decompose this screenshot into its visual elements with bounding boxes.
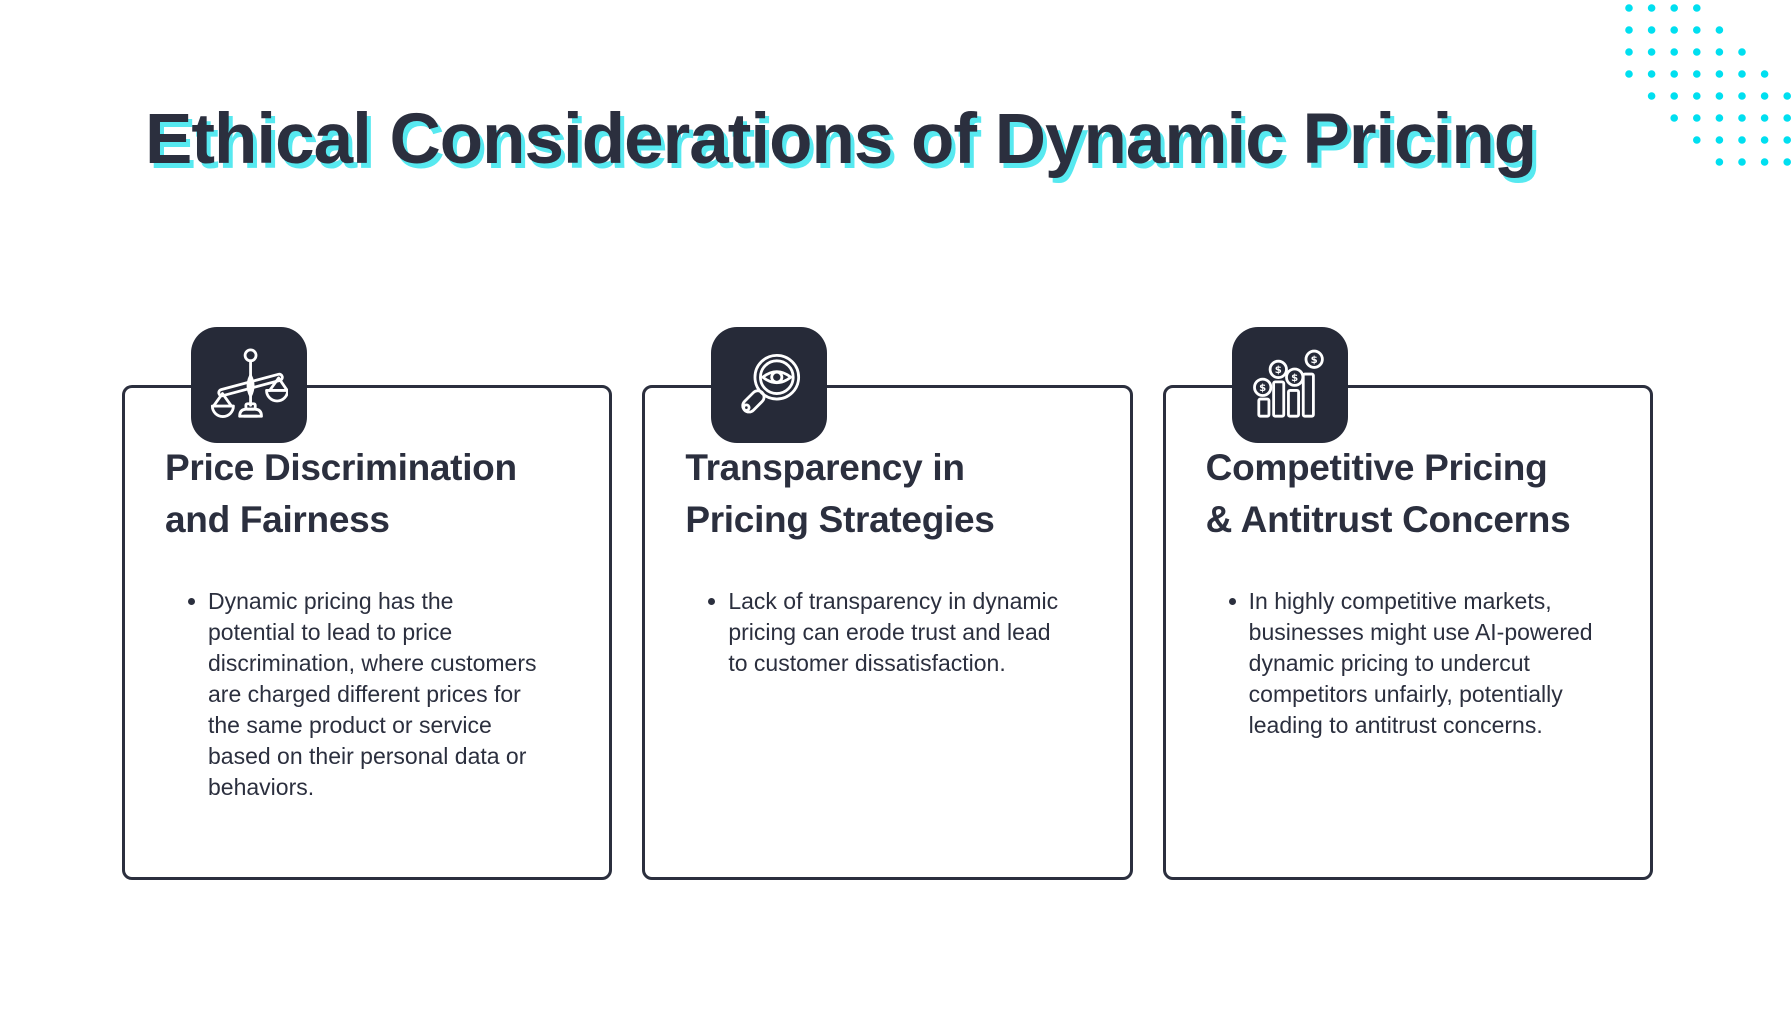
bullet-list: In highly competitive markets, businesse… <box>1228 586 1622 741</box>
svg-text:$: $ <box>1274 365 1281 376</box>
magnifier-eye-icon <box>741 353 801 414</box>
icon-badge <box>711 327 828 443</box>
bullet-item: Lack of transparency in dynamic pricing … <box>708 586 1101 679</box>
svg-text:$: $ <box>1310 355 1317 366</box>
dots-pattern-icon <box>1625 4 1791 166</box>
icon-badge <box>191 327 307 443</box>
cards-row: Price Discrimination and Fairness Dynami… <box>122 327 1653 880</box>
bullet-item: In highly competitive markets, businesse… <box>1228 586 1622 741</box>
svg-text:$: $ <box>1259 383 1266 394</box>
svg-text:$: $ <box>1291 373 1298 384</box>
bar-chart-coins-icon: $ $ $ $ <box>1252 349 1324 418</box>
icon-badge: $ $ $ $ <box>1231 327 1348 443</box>
card-heading: Transparency in Pricing Strategies <box>685 447 995 540</box>
card-transparency: Transparency in Pricing Strategies Lack … <box>642 327 1133 880</box>
card-heading: Competitive Pricing & Antitrust Concerns <box>1205 447 1571 540</box>
card-competitive-pricing: $ $ $ $ Competitive Pricing & Antitrust … <box>1162 327 1653 880</box>
justice-scale-icon <box>210 348 288 418</box>
card-price-discrimination: Price Discrimination and Fairness Dynami… <box>122 327 613 880</box>
card-heading: Price Discrimination and Fairness <box>165 447 517 540</box>
page-title: Ethical Considerations of Dynamic Pricin… <box>145 100 1537 179</box>
bullet-list: Dynamic pricing has the potential to lea… <box>188 586 581 803</box>
bullet-item: Dynamic pricing has the potential to lea… <box>188 586 581 803</box>
bullet-list: Lack of transparency in dynamic pricing … <box>708 586 1101 679</box>
